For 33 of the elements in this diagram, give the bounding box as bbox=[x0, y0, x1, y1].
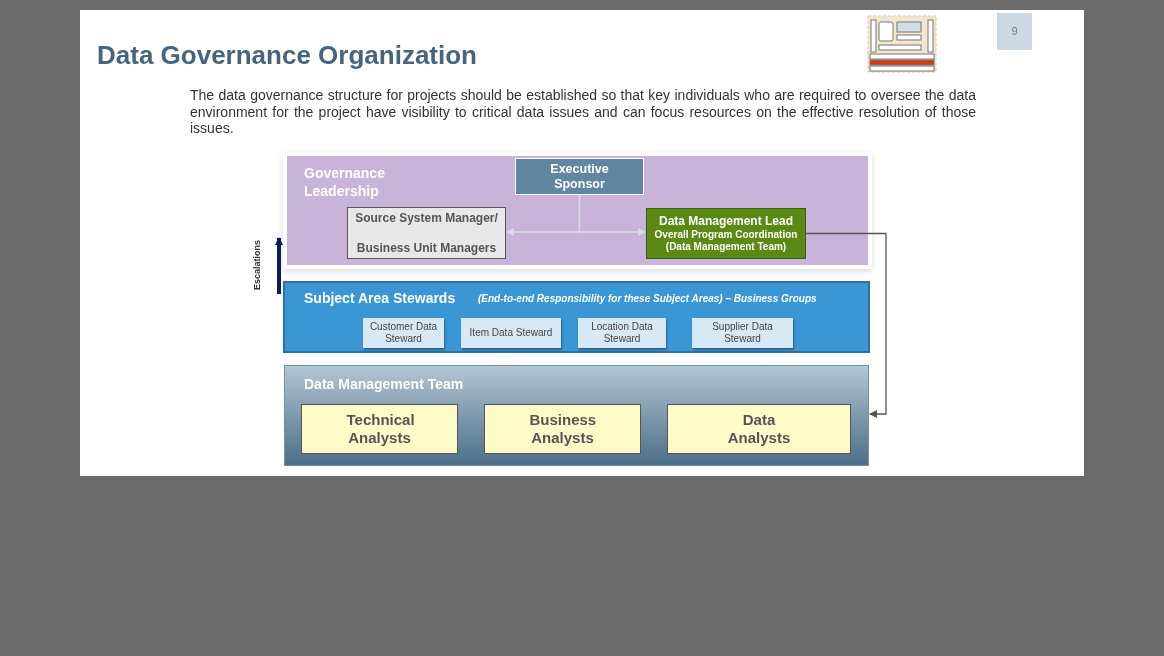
node-label: Location Data Steward bbox=[590, 321, 654, 345]
role-box bbox=[515, 158, 644, 195]
steward-box bbox=[461, 318, 561, 348]
node-label: Technical Analysts bbox=[345, 411, 416, 447]
analyst-box bbox=[301, 404, 458, 454]
role-box bbox=[347, 207, 506, 259]
node-label: Data Analysts bbox=[726, 411, 792, 447]
intro-paragraph: The data governance structure for projects should be established so that key individuals who are required to oversee the data environment for the project have visibility to critical data issues and can focus resources on the effective resolution of those issues. bbox=[190, 87, 976, 137]
connector-arrow bbox=[275, 237, 283, 294]
page-number: 9 bbox=[997, 13, 1032, 50]
node-label: Overall Program Coordination (Data Management Team) bbox=[653, 229, 799, 253]
node-label: Business Analysts bbox=[528, 411, 598, 447]
steward-box bbox=[578, 318, 666, 348]
steward-box bbox=[692, 318, 793, 348]
node-label: Source System Manager/ Business Unit Managers bbox=[354, 210, 499, 257]
band-heading: Data Management Team bbox=[304, 375, 464, 394]
node-label: Executive Sponsor bbox=[549, 161, 610, 192]
band-note: (End-to-end Responsibility for these Subject Areas) – Business Groups bbox=[478, 292, 817, 306]
node-label: Data Management Lead bbox=[658, 214, 793, 229]
node-label: Customer Data Steward bbox=[368, 321, 439, 345]
stewards-band bbox=[283, 281, 870, 353]
connector-arrow bbox=[578, 194, 646, 236]
team-band bbox=[284, 365, 869, 466]
edge-label: Escalations bbox=[251, 240, 264, 290]
band-heading: Governance Leadership bbox=[304, 164, 386, 200]
band-heading: Subject Area Stewards bbox=[304, 289, 456, 308]
role-box bbox=[646, 208, 806, 259]
analyst-box bbox=[667, 404, 851, 454]
node-label: Supplier Data Steward bbox=[711, 321, 774, 345]
node-label: Item Data Steward bbox=[468, 327, 554, 339]
connector-arrow bbox=[805, 232, 887, 418]
analyst-box bbox=[484, 404, 641, 454]
slide-title: Data Governance Organization bbox=[97, 39, 477, 72]
